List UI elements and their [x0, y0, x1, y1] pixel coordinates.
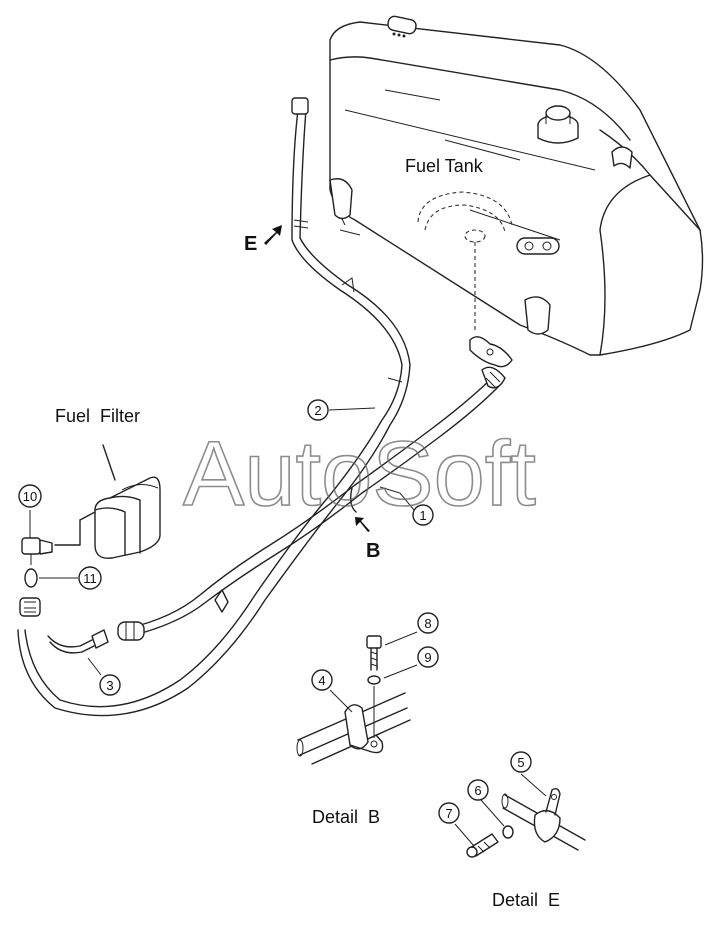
detail-e [466, 787, 586, 858]
svg-text:7: 7 [445, 806, 452, 821]
callout-3: 3 [99, 674, 121, 696]
view-e-label: E [244, 233, 257, 255]
svg-text:3: 3 [106, 678, 113, 693]
callout-9: 9 [417, 646, 439, 668]
detail-b-label: Detail B [312, 807, 380, 827]
callout-8: 8 [417, 612, 439, 634]
view-arrow-e: E [244, 225, 282, 255]
fuel-tank [329, 15, 704, 356]
svg-text:5: 5 [517, 755, 524, 770]
watermark: AutoSoft [183, 423, 536, 525]
svg-text:6: 6 [474, 783, 481, 798]
svg-text:8: 8 [424, 616, 431, 631]
fuel-filter [54, 444, 161, 559]
svg-text:10: 10 [23, 489, 37, 504]
callout-5: 5 [510, 751, 532, 773]
callout-6: 6 [467, 779, 489, 801]
hose-2 [17, 97, 411, 717]
hose-1 [117, 336, 513, 641]
connector-10 [21, 512, 53, 565]
svg-text:11: 11 [83, 571, 97, 586]
detail-e-label: Detail E [492, 890, 560, 910]
hose-3 [47, 629, 109, 654]
callout-11: 11 [78, 566, 102, 590]
fuel-filter-label: Fuel Filter [55, 406, 140, 426]
hose-fitting [19, 597, 41, 617]
fuel-tank-label: Fuel Tank [405, 156, 484, 176]
svg-text:2: 2 [314, 403, 321, 418]
view-arrow-b: B [355, 517, 380, 562]
leader-lines [29, 407, 547, 847]
callout-10: 10 [18, 484, 42, 508]
svg-text:9: 9 [424, 650, 431, 665]
detail-b [296, 635, 411, 765]
svg-text:4: 4 [318, 673, 325, 688]
callout-2: 2 [307, 399, 329, 421]
o-ring-11 [24, 568, 38, 588]
callout-1: 1 [412, 504, 434, 526]
callout-4: 4 [311, 669, 333, 691]
callout-7: 7 [438, 802, 460, 824]
view-b-label: B [366, 540, 380, 562]
svg-text:1: 1 [419, 508, 426, 523]
